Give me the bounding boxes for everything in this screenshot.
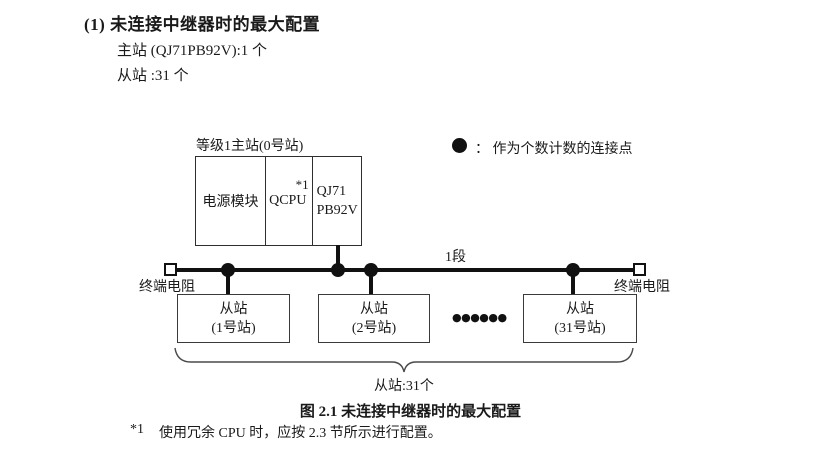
footnote: *1 使用冗余 CPU 时，应按 2.3 节所示进行配置。	[130, 422, 442, 442]
terminating-resistor-label-right: 终端电阻	[614, 280, 670, 295]
connection-dot	[566, 263, 580, 277]
footnote-text: 使用冗余 CPU 时，应按 2.3 节所示进行配置。	[159, 426, 442, 441]
slave-station-box-2: 从站 (2号站)	[318, 294, 430, 343]
legend-dot-icon	[452, 138, 467, 153]
brace	[174, 347, 634, 373]
footnote-marker: *1	[130, 422, 144, 437]
slave-spec-line: 从站 :31 个	[117, 68, 189, 84]
terminating-resistor-square-right	[633, 263, 646, 276]
qj71pb92v-line1: QJ71	[316, 184, 347, 199]
connection-dot	[221, 263, 235, 277]
slave2-drop-line	[369, 270, 373, 295]
master-station-label: 等级1主站(0号站)	[196, 139, 304, 154]
slave-station-box-1: 从站 (1号站)	[177, 294, 290, 343]
qj71pb92v-line2: PB92V	[316, 203, 358, 218]
master-station-box: 电源模块 QCPU *1 QJ71 PB92V	[195, 156, 362, 246]
section-title: (1) 未连接中继器时的最大配置	[84, 15, 321, 34]
connection-dot	[364, 263, 378, 277]
bus-line	[176, 268, 634, 272]
figure-caption: 图 2.1 未连接中继器时的最大配置	[299, 404, 522, 420]
master-drop-line	[336, 245, 340, 270]
qcpu-cell: QCPU *1	[265, 157, 311, 245]
connection-dot	[331, 263, 345, 277]
slave2-name: 从站	[360, 301, 388, 317]
slave1-name: 从站	[219, 301, 248, 317]
slave-station-box-31: 从站 (31号站)	[523, 294, 637, 343]
slave31-number: (31号站)	[554, 320, 606, 336]
ellipsis-dots: ●●●●●●	[452, 311, 507, 324]
footnote-ref-marker: *1	[295, 177, 309, 192]
terminating-resistor-square-left	[164, 263, 177, 276]
terminating-resistor-label-left: 终端电阻	[139, 280, 195, 295]
master-spec-line: 主站 (QJ71PB92V):1 个	[117, 43, 268, 59]
power-module-cell: 电源模块	[202, 195, 259, 210]
segment-label: 1段	[445, 250, 466, 265]
slave31-name: 从站	[566, 301, 594, 317]
qcpu-label: QCPU	[269, 193, 307, 208]
slave1-number: (1号站)	[211, 320, 256, 336]
slave1-drop-line	[226, 270, 230, 295]
slave2-number: (2号站)	[351, 320, 397, 336]
slave-count-label: 从站:31个	[374, 379, 434, 394]
slave31-drop-line	[571, 270, 575, 295]
legend-text: ： 作为个数计数的连接点	[475, 142, 633, 157]
qj71pb92v-cell: QJ71 PB92V	[311, 157, 361, 245]
